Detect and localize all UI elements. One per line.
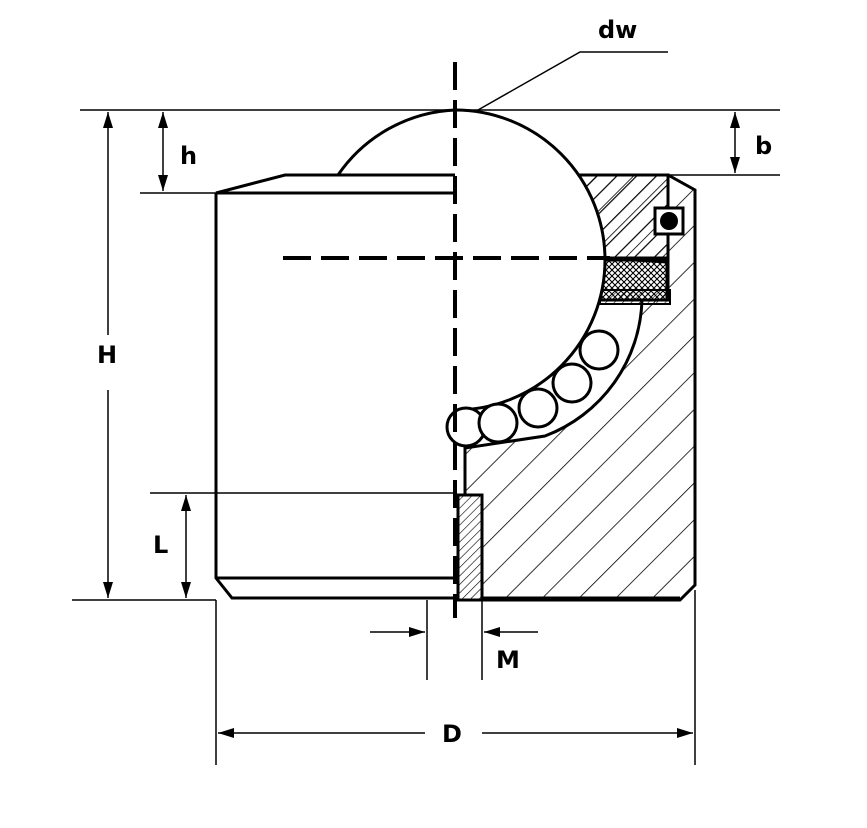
main-ball-left-arc [336, 108, 456, 176]
support-ball [477, 402, 519, 444]
arrowheads [103, 112, 740, 738]
M-arrow-left [409, 627, 425, 637]
D-arrow-right [677, 728, 693, 738]
housing-top-chamfer [215, 173, 455, 195]
housing-left-outline [214, 193, 455, 600]
label-D: D [442, 720, 462, 748]
seal-washer [599, 289, 671, 305]
H-arrow-top [103, 112, 113, 128]
h-arrow-top [158, 112, 168, 128]
threaded-insert-section [456, 493, 484, 602]
support-ball [578, 329, 620, 371]
dw-leader-line [477, 51, 668, 111]
M-arrow-right [484, 627, 500, 637]
b-arrow-top [730, 112, 740, 128]
label-H: H [97, 341, 117, 369]
H-arrow-bottom [103, 582, 113, 598]
label-dw: dw [598, 16, 637, 44]
support-ball [551, 362, 593, 404]
D-arrow-left [218, 728, 234, 738]
label-b: b [755, 132, 772, 160]
label-L: L [153, 531, 168, 559]
h-arrow-bottom [158, 175, 168, 191]
L-arrow-bottom [181, 582, 191, 598]
support-ball [517, 387, 559, 429]
label-h: h [180, 142, 197, 170]
b-arrow-bottom [730, 157, 740, 173]
o-ring [660, 212, 678, 230]
label-M: M [496, 646, 520, 674]
L-arrow-top [181, 495, 191, 511]
